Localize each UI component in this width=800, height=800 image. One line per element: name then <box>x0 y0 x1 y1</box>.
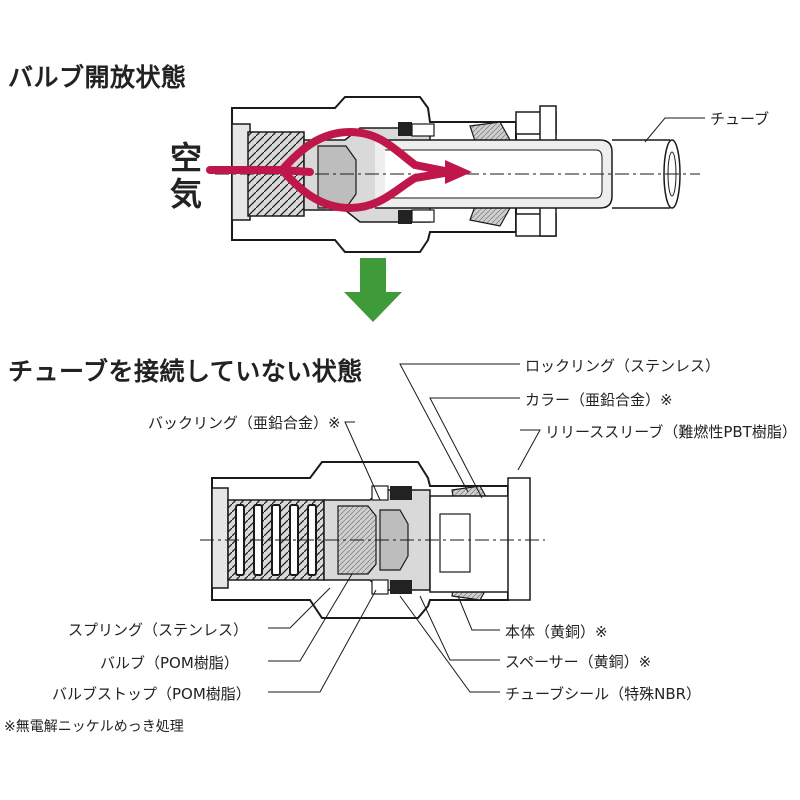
air-label-line2: 気 <box>170 175 203 213</box>
label-body: 本体（黄銅）※ <box>505 623 608 641</box>
heading-valve-open: バルブ開放状態 <box>8 63 187 92</box>
heading-not-connected: チューブを接続していない状態 <box>8 357 363 386</box>
label-valve-stop: バルブストップ（POM樹脂） <box>52 685 251 703</box>
label-spring: スプリング（ステンレス） <box>68 621 249 639</box>
state-transition-arrow <box>344 258 402 322</box>
airflow-arrowhead <box>445 160 472 184</box>
label-back-ring: バックリング（亜鉛合金）※ <box>148 414 341 432</box>
airflow-arrow <box>206 128 454 212</box>
label-collar: カラー（亜鉛合金）※ <box>525 391 673 409</box>
tube-label: チューブ <box>710 110 770 128</box>
label-release-sleeve: リリーススリーブ（難燃性PBT樹脂） <box>545 423 797 441</box>
tube-leader-line <box>644 117 705 143</box>
label-spacer: スペーサー（黄銅）※ <box>505 653 652 671</box>
label-lock-ring: ロックリング（ステンレス） <box>525 357 721 375</box>
label-tube-seal: チューブシール（特殊NBR） <box>505 685 702 703</box>
label-valve: バルブ（POM樹脂） <box>100 654 239 672</box>
footnote: ※無電解ニッケルめっき処理 <box>4 719 184 735</box>
leader-lines <box>268 363 541 693</box>
air-label-line1: 空 <box>170 139 203 177</box>
valve-open-diagram <box>206 96 705 322</box>
air-label: 空 気 <box>170 140 202 212</box>
